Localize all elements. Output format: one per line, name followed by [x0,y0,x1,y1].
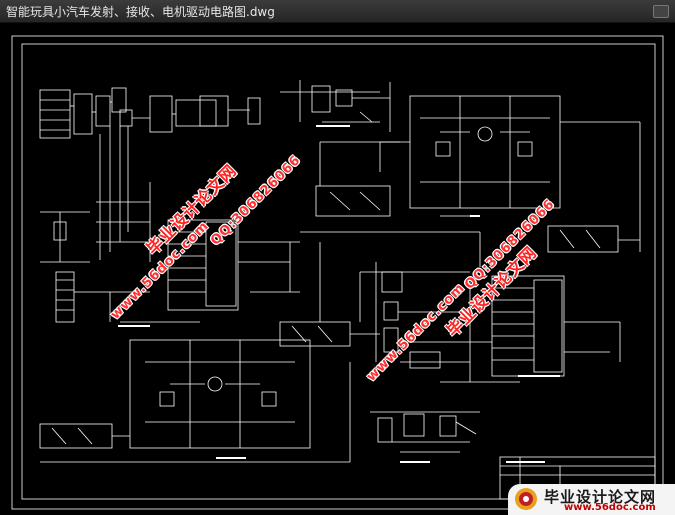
label-marks [118,125,560,463]
left-component-column [40,211,150,323]
relay-section-left [300,141,481,267]
power-supply-circuit [280,80,391,132]
center-right-components [375,262,520,383]
receiver-ic-left [120,219,300,323]
window-title: 智能玩具小汽车发射、接收、电机驱动电路图.dwg [6,5,275,19]
h-bridge-motor-driver-bottom [39,339,311,449]
inner-border [21,43,656,500]
logo-url: www.56doc.com [564,502,656,513]
site-logo-badge: 毕业设计论文网 www.56doc.com [508,484,675,515]
outer-border [11,35,664,510]
title-bar: 智能玩具小汽车发射、接收、电机驱动电路图.dwg [0,0,675,23]
window-control-button[interactable] [653,5,669,18]
transmitter-circuit [39,87,261,262]
circle-logo-icon [515,488,537,510]
center-wiring [40,242,470,463]
logo-site-name: 毕业设计论文网 [544,488,657,506]
bottom-center-circuit [370,411,480,453]
drawing-canvas[interactable]: 毕业设计论文网 QQ:306826066 www.56doc.com 毕业设计论… [0,22,675,515]
h-bridge-motor-driver-top [379,95,641,252]
circuit-schematic [11,35,664,510]
